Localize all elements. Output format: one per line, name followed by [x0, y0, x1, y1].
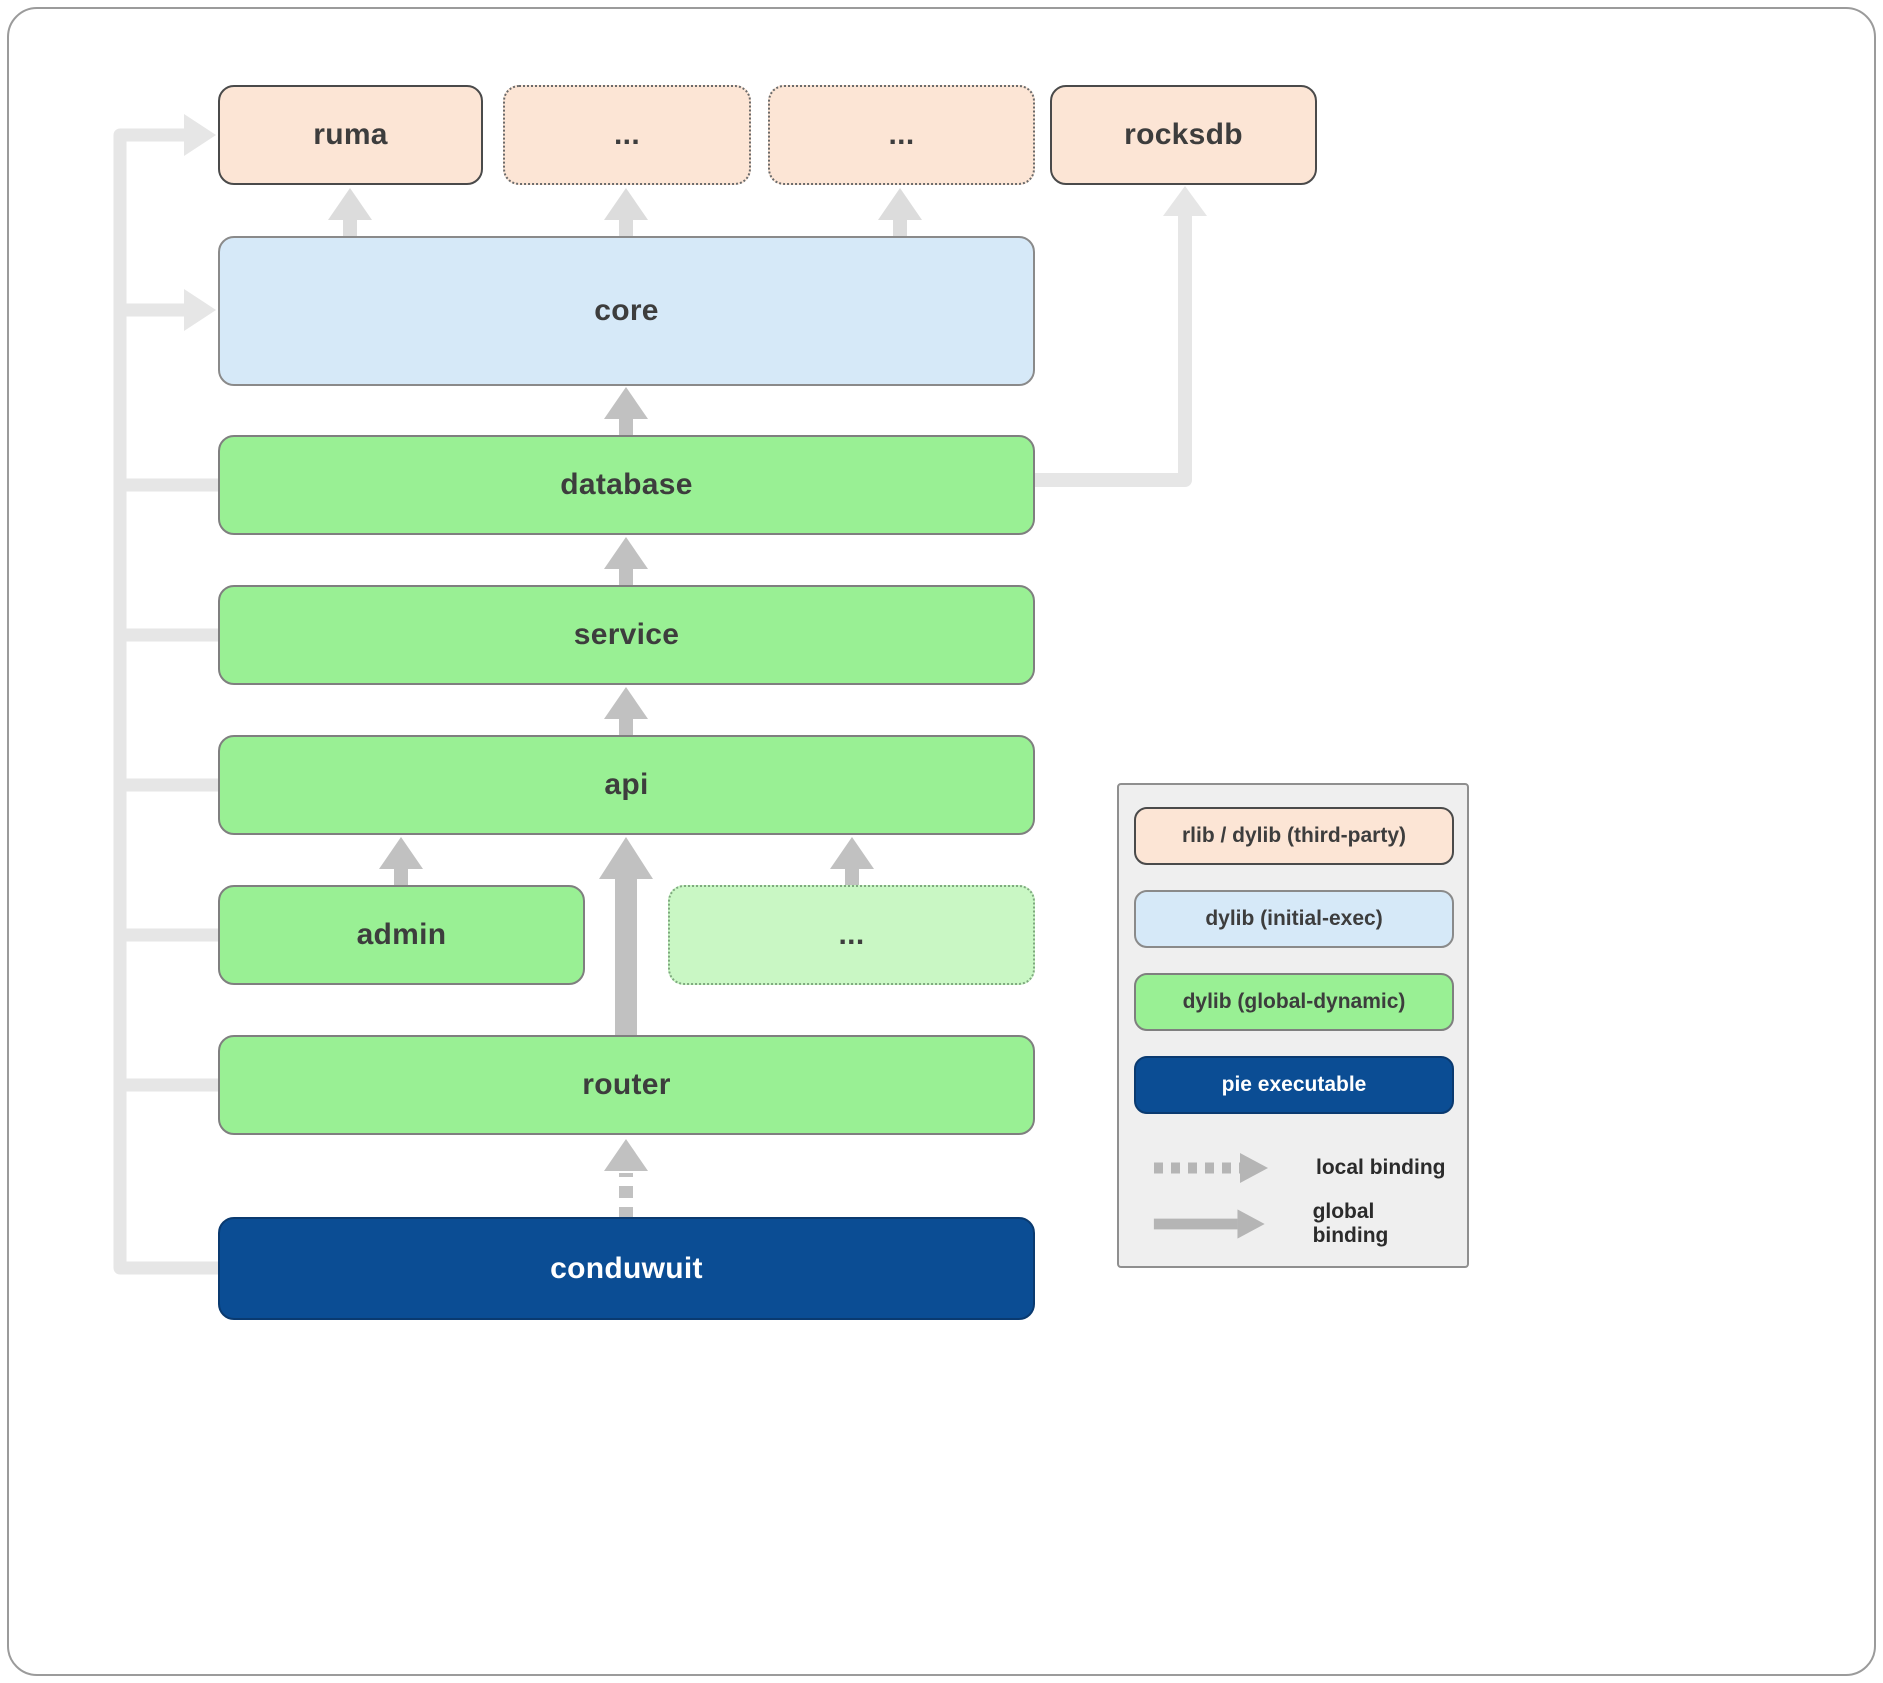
arrow-core-more-1 — [604, 188, 648, 238]
arrow-more-api — [830, 837, 874, 887]
arrow-core-ruma — [328, 188, 372, 238]
arrow-database-core — [604, 387, 648, 437]
local-binding-arrow-icon — [1154, 1153, 1268, 1183]
arrowhead-conduwuit-router — [604, 1139, 648, 1171]
node-service: service — [218, 585, 1035, 685]
global-binding-label: global binding — [1312, 1200, 1389, 1247]
node-database: database — [218, 435, 1035, 535]
arrow-core-more-2 — [878, 188, 922, 238]
arrowhead-loop-ruma — [184, 114, 216, 156]
node-third-party-more-1: ... — [503, 85, 751, 185]
node-core: core — [218, 236, 1035, 386]
legend-item-third-party: rlib / dylib (third-party) — [1134, 807, 1454, 865]
edge-database-rocksdb — [1035, 214, 1192, 487]
arrowhead-loop-core — [184, 289, 216, 331]
legend-item-pie-executable: pie executable — [1134, 1056, 1454, 1114]
local-binding-label: local binding — [1316, 1156, 1446, 1179]
node-conduwuit: conduwuit — [218, 1217, 1035, 1320]
arrowhead-rocksdb — [1163, 186, 1207, 216]
node-router: router — [218, 1035, 1035, 1135]
node-rocksdb: rocksdb — [1050, 85, 1317, 185]
global-binding-arrow-icon — [1153, 1209, 1265, 1239]
legend-global-binding-row: global binding — [1134, 1200, 1452, 1248]
edge-conduwuit-left-loop — [113, 128, 218, 1275]
arrow-admin-api — [379, 837, 423, 887]
legend: rlib / dylib (third-party) dylib (initia… — [1117, 783, 1469, 1268]
legend-item-global-dynamic: dylib (global-dynamic) — [1134, 973, 1454, 1031]
node-ruma: ruma — [218, 85, 483, 185]
node-api-more: ... — [668, 885, 1035, 985]
node-third-party-more-2: ... — [768, 85, 1035, 185]
node-api: api — [218, 735, 1035, 835]
node-admin: admin — [218, 885, 585, 985]
legend-item-initial-exec: dylib (initial-exec) — [1134, 890, 1454, 948]
arrow-service-database — [604, 537, 648, 587]
legend-local-binding-row: local binding — [1134, 1150, 1452, 1186]
arrow-api-service — [604, 687, 648, 737]
arrow-router-api — [599, 837, 653, 1037]
